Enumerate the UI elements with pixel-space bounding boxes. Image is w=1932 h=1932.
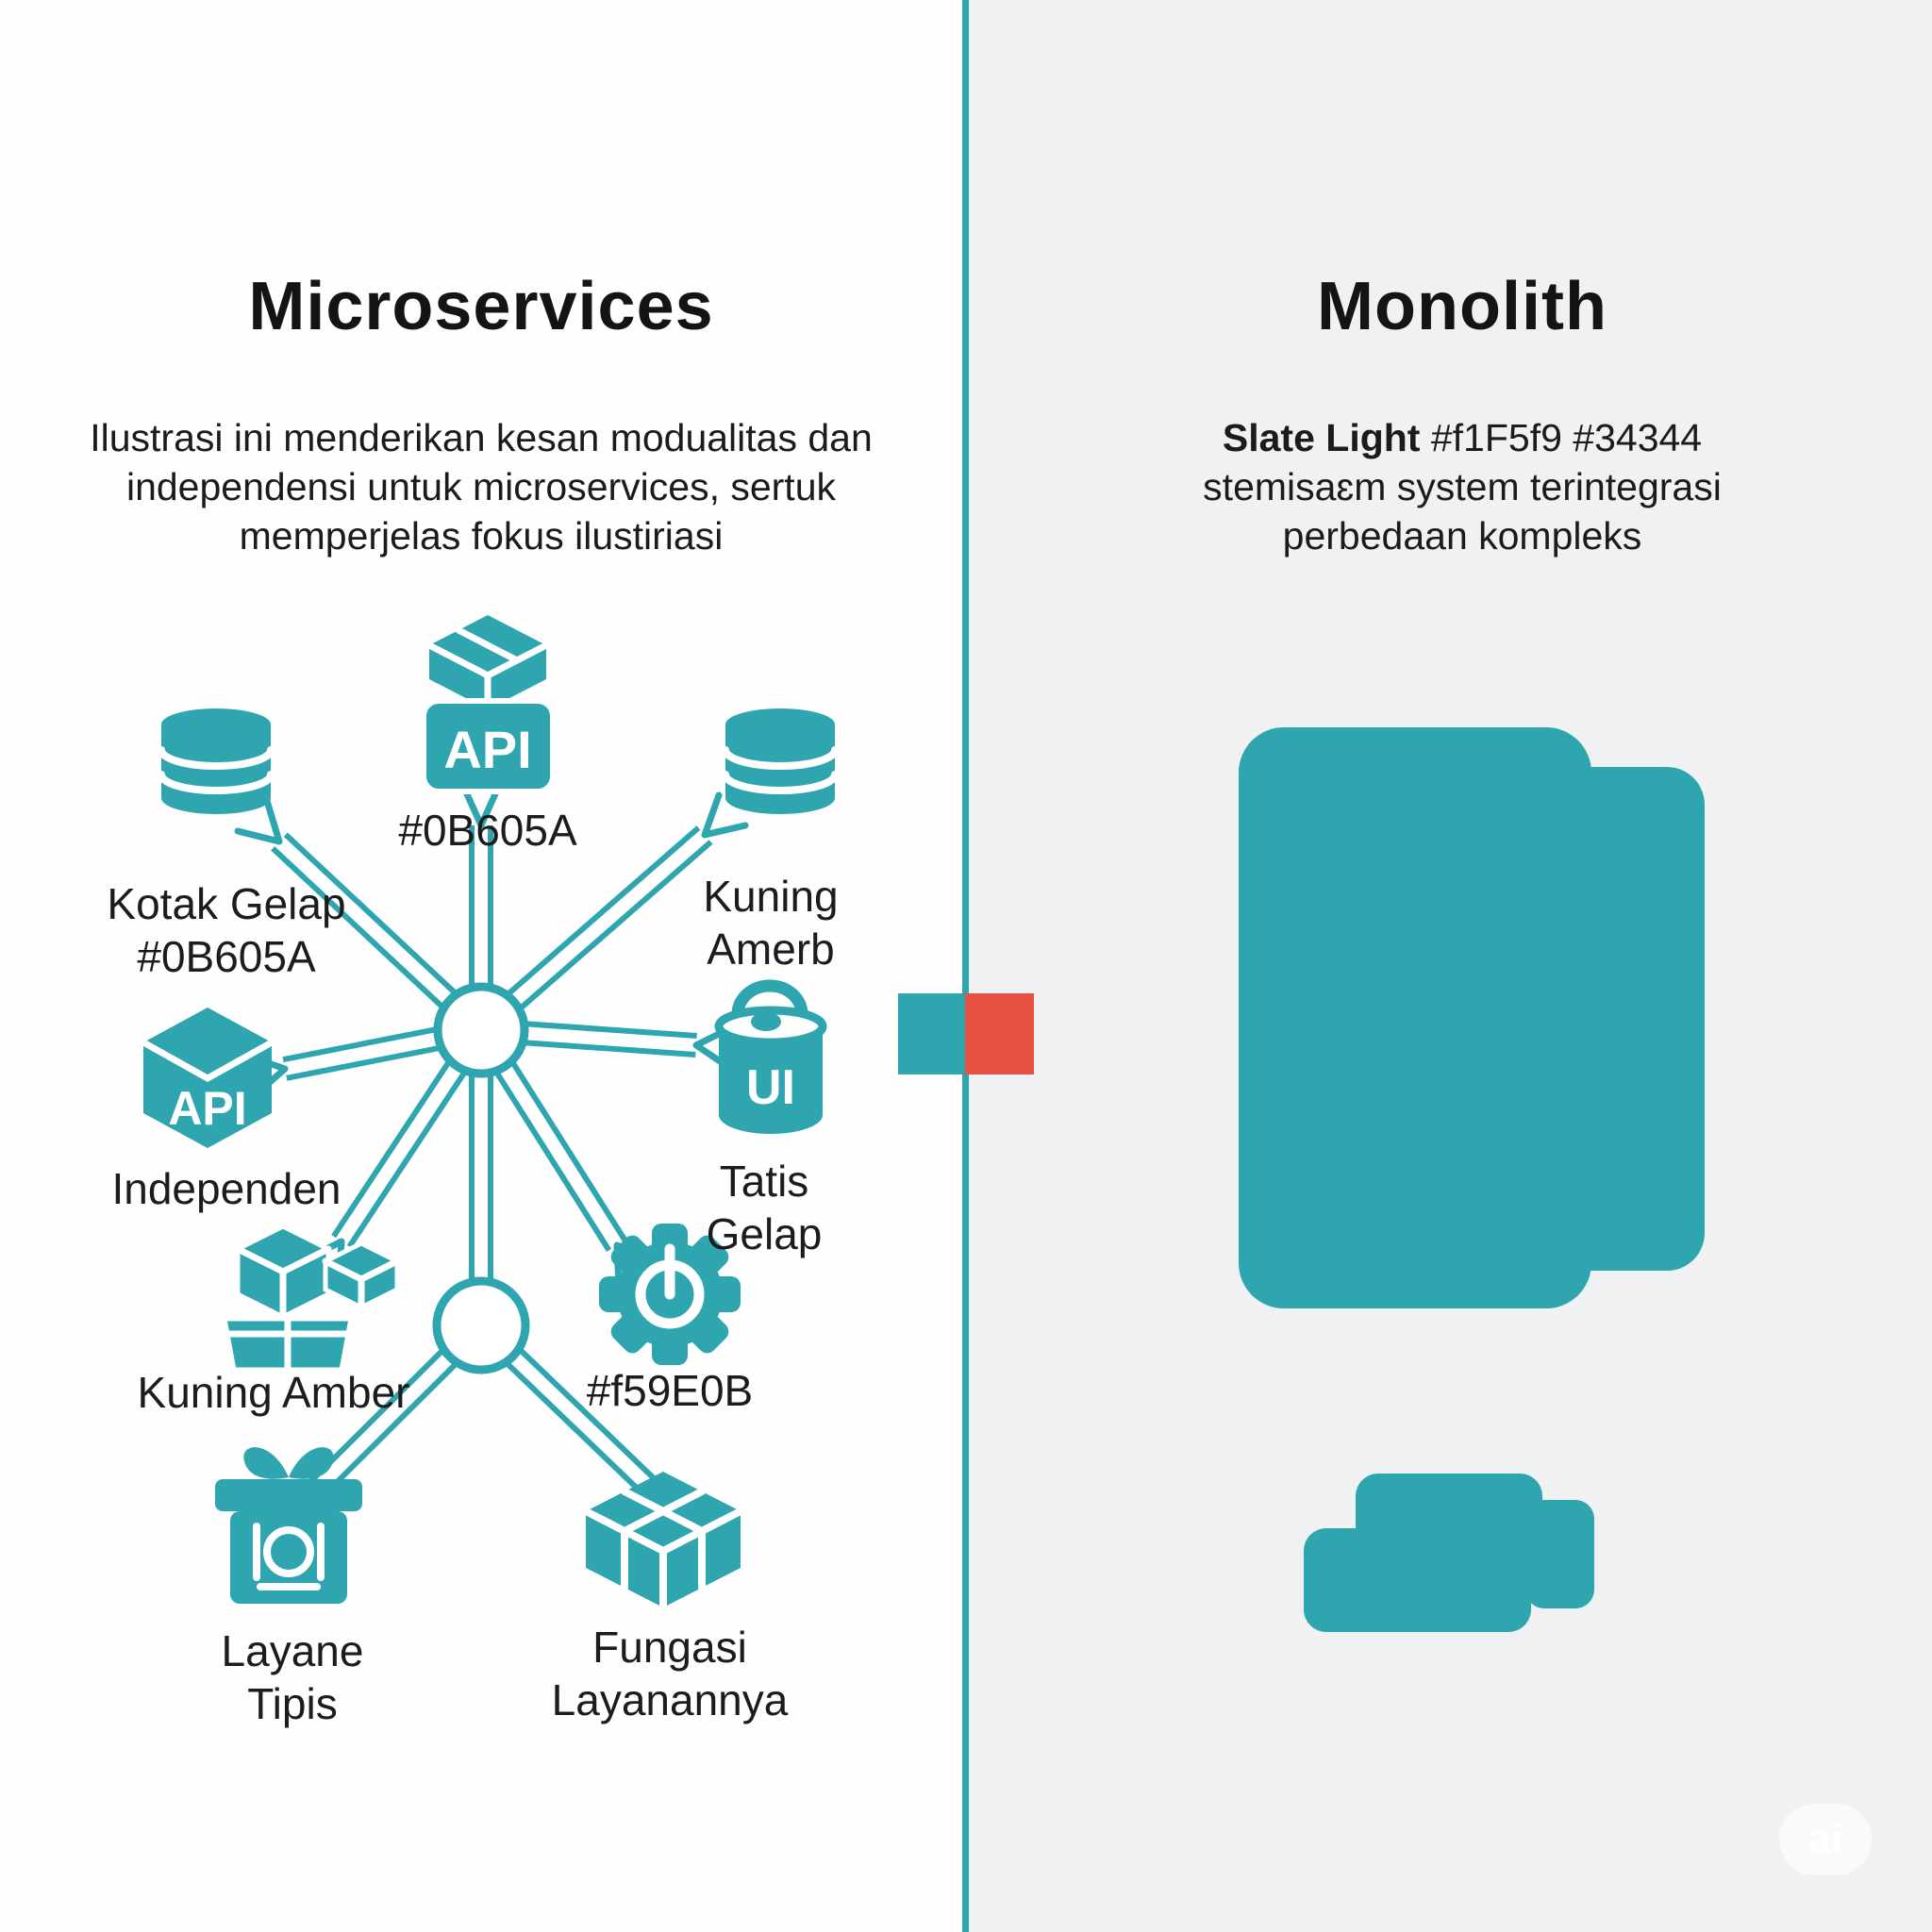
ai-watermark-badge: ai [1779,1804,1872,1875]
boxes-label: Kuning Amber [137,1368,410,1417]
center-divider-line [962,0,969,1932]
microservices-title: Microservices [248,269,714,344]
monolith-description: Slate Light #f1F5f9 #34344 stemisaɛm sys… [1038,413,1887,560]
api-cube-label: Independen [111,1164,341,1213]
ui-bucket-label: Tatis Gelap [706,1157,823,1258]
description-line: Slate Light #f1F5f9 #34344 [1038,413,1887,462]
db-right-label: Kuning Amerb [703,872,839,974]
monolith-title: Monolith [1317,269,1607,344]
microservices-description: Ilustrasi ini menderikan kesan modualita… [38,413,924,560]
description-line: perbedaan kompleks [1282,514,1642,558]
api-hub-hex-label: #0B605A [398,806,577,855]
description-bold: Slate Light [1222,416,1421,459]
description-rest: #f1F5f9 #34344 [1420,416,1703,459]
gift-label: Layane Tipis [221,1626,364,1728]
description-line: Ilustrasi ini menderikan kesan modualita… [90,416,873,459]
description-line: stemisaɛm system terintegrasi [1203,465,1722,508]
gear-label: #f59E0B [586,1366,754,1415]
description-line: independensi untuk microservices, sertuk [125,465,837,508]
db-left-label: Kotak Gelap #0B605A [107,879,346,981]
description-line: memperjelas fokus ilustiriasi [239,514,724,558]
package-label: Fungasi Layanannya [551,1623,789,1724]
